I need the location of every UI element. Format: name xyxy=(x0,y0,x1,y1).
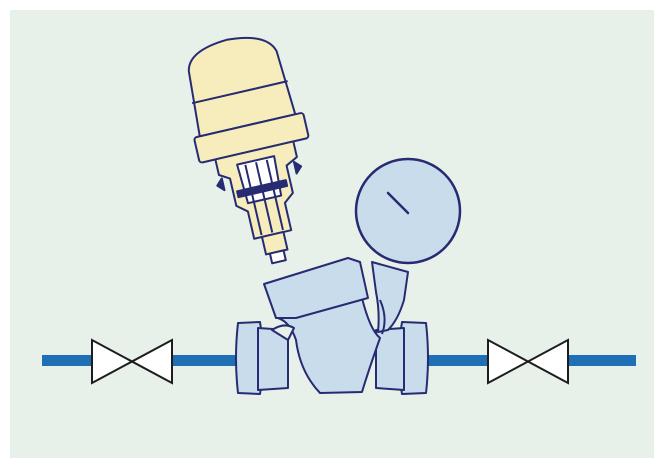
pressure-gauge xyxy=(356,159,460,263)
